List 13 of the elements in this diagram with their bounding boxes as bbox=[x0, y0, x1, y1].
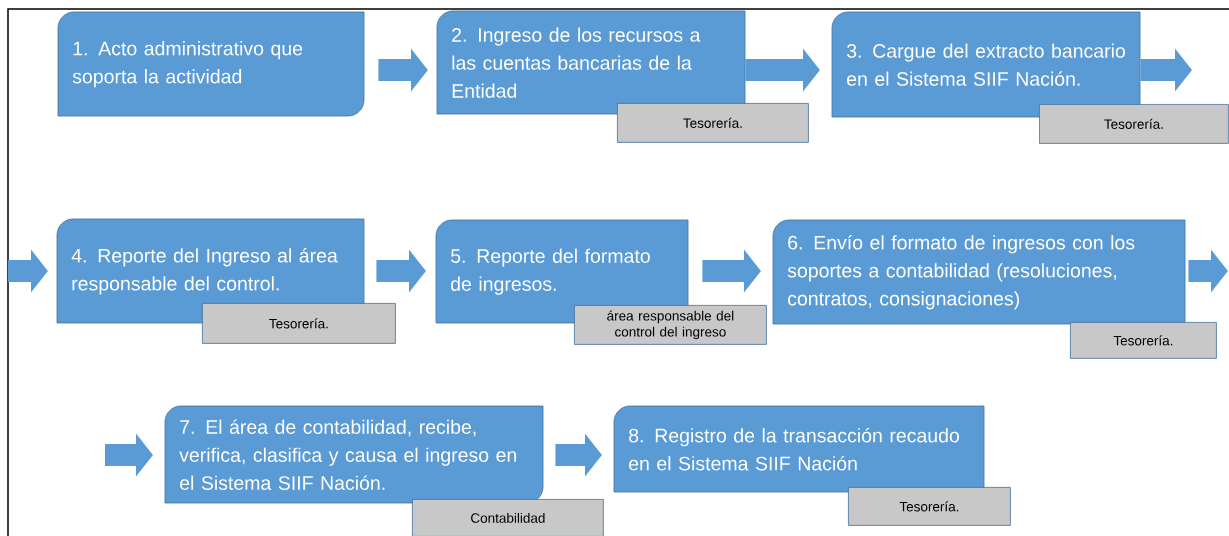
process-box: 6. Envío el formato de ingresos con los soportes a contabilidad (resoluciones, contratos, consignaciones) bbox=[772, 219, 1186, 325]
role-label-box: Tesorería. bbox=[1070, 322, 1217, 359]
role-label-box: área responsable del control del ingreso bbox=[574, 305, 767, 345]
role-label-box: Tesorería. bbox=[848, 487, 1011, 526]
role-label-box: Tesorería. bbox=[202, 303, 396, 344]
role-label-box: Contabilidad bbox=[412, 499, 604, 536]
process-box: 7. El área de contabilidad, recibe, verifica, clasifica y causa el ingreso en el Sistema SIIF Nación. bbox=[164, 405, 544, 504]
process-box: 8. Registro de la transacción recaudo en el Sistema SIIF Nación bbox=[613, 405, 985, 493]
process-box: 1. Acto administrativo que soporta la actividad bbox=[57, 11, 365, 117]
process-box: 3. Cargue del extracto bancario en el Sistema SIIF Nación. bbox=[831, 11, 1141, 118]
process-box: 2. Ingreso de los recursos a las cuentas bancarias de la Entidad bbox=[436, 10, 746, 115]
role-label-box: Tesorería. bbox=[1039, 104, 1229, 144]
role-label-box: Tesorería. bbox=[617, 103, 809, 143]
